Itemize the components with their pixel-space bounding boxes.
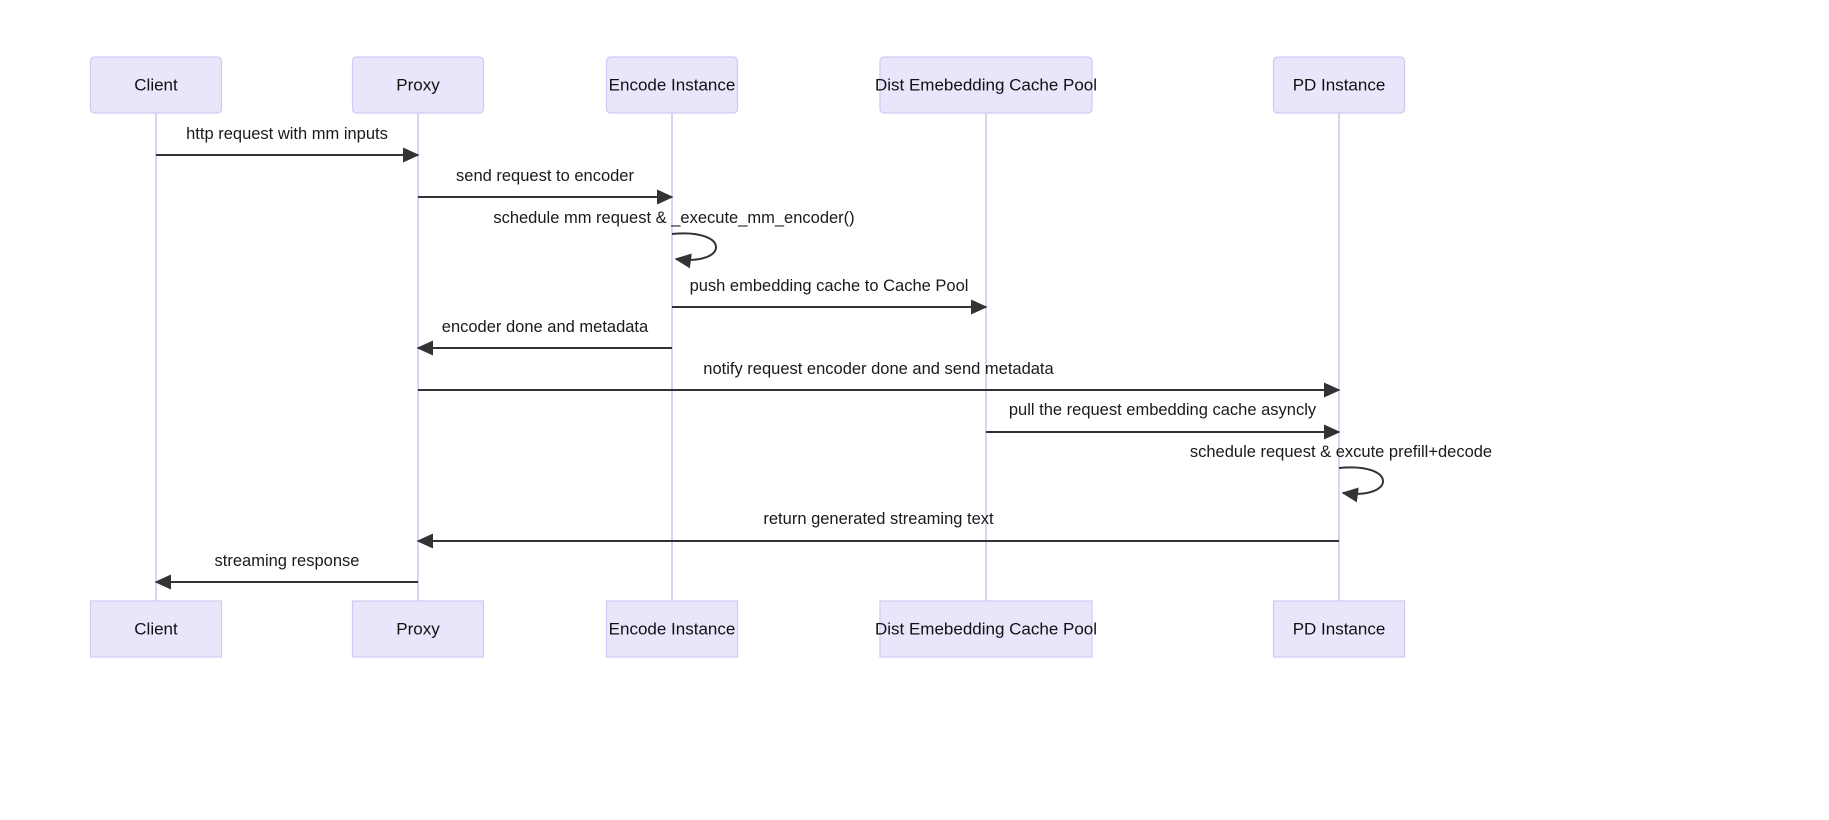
actor-label-bottom-cachepool: Dist Emebedding Cache Pool <box>875 619 1097 638</box>
actor-label-top-pd: PD Instance <box>1293 75 1386 94</box>
message-1: http request with mm inputs <box>156 125 420 163</box>
actors-bottom-group: Client Proxy Encode Instance Dist Emebeddin… <box>89 600 1406 658</box>
actor-box-top-client[interactable] <box>89 56 223 114</box>
message-5: encoder done and metadata <box>416 318 672 356</box>
actor-label-top-proxy: Proxy <box>396 75 440 94</box>
actor-box-top-proxy[interactable] <box>351 56 485 114</box>
actor-label-bottom-proxy: Proxy <box>396 619 440 638</box>
actor-label-bottom-client: Client <box>134 619 178 638</box>
actor-box-top-encode[interactable] <box>605 56 739 114</box>
actors-top-group: Client Proxy Encode Instance Dist Emebeddin… <box>89 56 1406 114</box>
actor-label-top-cachepool: Dist Emebedding Cache Pool <box>875 75 1097 94</box>
message-label-2: send request to encoder <box>456 167 634 185</box>
message-label-7: pull the request embedding cache asyncly <box>1009 401 1317 419</box>
message-4: push embedding cache to Cache Pool <box>672 277 988 315</box>
actor-box-bottom-proxy[interactable] <box>351 600 485 658</box>
message-label-9: return generated streaming text <box>763 510 994 528</box>
message-9: return generated streaming text <box>416 510 1339 549</box>
actor-box-top-pd[interactable] <box>1272 56 1406 114</box>
actor-label-top-encode: Encode Instance <box>609 75 736 94</box>
message-label-5: encoder done and metadata <box>442 318 649 336</box>
actor-label-top-client: Client <box>134 75 178 94</box>
message-label-4: push embedding cache to Cache Pool <box>690 277 969 295</box>
self-loop-arrow-8 <box>1338 466 1384 503</box>
message-10: streaming response <box>154 552 418 590</box>
message-2: send request to encoder <box>418 167 674 205</box>
message-label-1: http request with mm inputs <box>186 125 388 143</box>
message-8: schedule request & excute prefill+decode <box>1190 443 1492 503</box>
message-label-3: schedule mm request & _execute_mm_encode… <box>493 209 854 227</box>
actor-box-bottom-cachepool[interactable] <box>879 600 1093 658</box>
lifelines-group <box>155 113 1340 601</box>
message-7: pull the request embedding cache asyncly <box>986 401 1341 440</box>
actor-box-top-cachepool[interactable] <box>879 56 1093 114</box>
message-6: notify request encoder done and send met… <box>418 360 1341 398</box>
message-3: schedule mm request & _execute_mm_encode… <box>493 209 855 269</box>
message-label-6: notify request encoder done and send met… <box>703 360 1054 378</box>
actor-label-bottom-pd: PD Instance <box>1293 619 1386 638</box>
actor-label-bottom-encode: Encode Instance <box>609 619 736 638</box>
actor-box-bottom-pd[interactable] <box>1272 600 1406 658</box>
message-label-10: streaming response <box>215 552 360 570</box>
actor-box-bottom-client[interactable] <box>89 600 223 658</box>
messages-group: http request with mm inputs send request … <box>154 125 1492 590</box>
self-loop-arrow-3 <box>671 232 717 269</box>
actor-box-bottom-encode[interactable] <box>605 600 739 658</box>
message-label-8: schedule request & excute prefill+decode <box>1190 443 1492 461</box>
